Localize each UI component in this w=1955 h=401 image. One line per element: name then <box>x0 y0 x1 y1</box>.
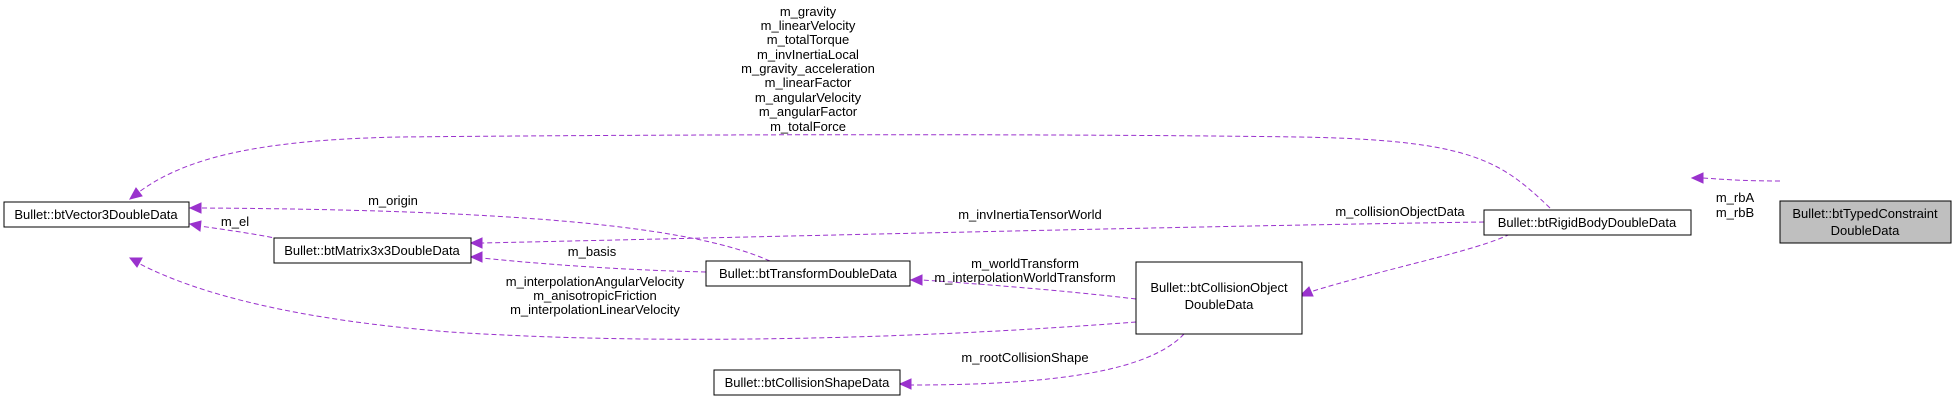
edge-vector3-to-rigidbody <box>129 134 1551 209</box>
edge-label-rbA: m_rbA <box>1716 190 1755 205</box>
edge-matrix-to-transform <box>469 251 707 273</box>
edge-label-angular-velocity: m_angularVelocity <box>755 90 862 105</box>
svg-text:Bullet::btCollisionObject: Bullet::btCollisionObject <box>1150 280 1288 295</box>
edge-label-root-collision-shape: m_rootCollisionShape <box>961 350 1088 365</box>
edge-label-total-force: m_totalForce <box>770 119 846 134</box>
svg-text:Bullet::btCollisionShapeData: Bullet::btCollisionShapeData <box>725 375 891 390</box>
edge-transform-to-collisionobject <box>909 274 1137 300</box>
edge-label-gravity-acceleration: m_gravity_acceleration <box>741 61 875 76</box>
edge-label-basis: m_basis <box>568 244 617 259</box>
edge-label-anisotropic-friction: m_anisotropicFriction <box>533 288 657 303</box>
svg-text:DoubleData: DoubleData <box>1185 297 1254 312</box>
node-transform-double-data[interactable]: Bullet::btTransformDoubleData <box>705 260 911 287</box>
edge-label-linear-velocity: m_linearVelocity <box>761 18 856 33</box>
edge-label-collision-object-data: m_collisionObjectData <box>1335 204 1465 219</box>
node-rigid-body-double-data[interactable]: Bullet::btRigidBodyDoubleData <box>1483 209 1692 236</box>
edge-label-interpolation-world-transform: m_interpolationWorldTransform <box>934 270 1115 285</box>
node-typed-constraint-double-data[interactable]: Bullet::btTypedConstraint DoubleData <box>1779 200 1952 244</box>
edge-label-world-transform: m_worldTransform <box>971 256 1079 271</box>
svg-text:Bullet::btTransformDoubleData: Bullet::btTransformDoubleData <box>719 266 898 281</box>
node-collision-object-double-data[interactable]: Bullet::btCollisionObject DoubleData <box>1135 261 1303 335</box>
edge-vector3-to-matrix <box>188 220 281 240</box>
edge-label-linear-factor: m_linearFactor <box>765 75 852 90</box>
edge-label-interpolation-angular-velocity: m_interpolationAngularVelocity <box>506 274 685 289</box>
edge-vector3-to-collisionobject <box>128 257 1137 340</box>
edge-label-interpolation-linear-velocity: m_interpolationLinearVelocity <box>510 302 680 317</box>
edge-label-total-torque: m_totalTorque <box>767 32 849 47</box>
edge-label-el: m_el <box>221 214 249 229</box>
edge-collisionshape-to-collisionobject <box>898 333 1185 390</box>
edge-rigidbody-to-typedconstraint <box>1690 172 1781 184</box>
edge-label-gravity: m_gravity <box>780 4 837 19</box>
svg-text:Bullet::btRigidBodyDoubleData: Bullet::btRigidBodyDoubleData <box>1498 215 1677 230</box>
node-collision-shape-data[interactable]: Bullet::btCollisionShapeData <box>713 369 901 396</box>
svg-text:Bullet::btMatrix3x3DoubleData: Bullet::btMatrix3x3DoubleData <box>284 243 460 258</box>
node-vector3-double-data[interactable]: Bullet::btVector3DoubleData <box>3 201 190 228</box>
edge-collisionobject-to-rigidbody <box>1298 233 1511 297</box>
edge-label-angular-factor: m_angularFactor <box>759 104 858 119</box>
svg-text:Bullet::btVector3DoubleData: Bullet::btVector3DoubleData <box>14 207 178 222</box>
edge-label-inv-inertia-local: m_invInertiaLocal <box>757 47 859 62</box>
svg-text:Bullet::btTypedConstraint: Bullet::btTypedConstraint <box>1792 206 1938 221</box>
edge-label-origin: m_origin <box>368 193 418 208</box>
edge-label-rbB: m_rbB <box>1716 205 1754 220</box>
svg-text:DoubleData: DoubleData <box>1831 223 1900 238</box>
edge-label-inv-inertia-tensor-world: m_invInertiaTensorWorld <box>958 207 1102 222</box>
node-matrix3x3-double-data[interactable]: Bullet::btMatrix3x3DoubleData <box>273 237 472 264</box>
edge-vector3-to-transform <box>188 202 771 262</box>
edge-matrix-to-rigidbody <box>469 221 1485 249</box>
